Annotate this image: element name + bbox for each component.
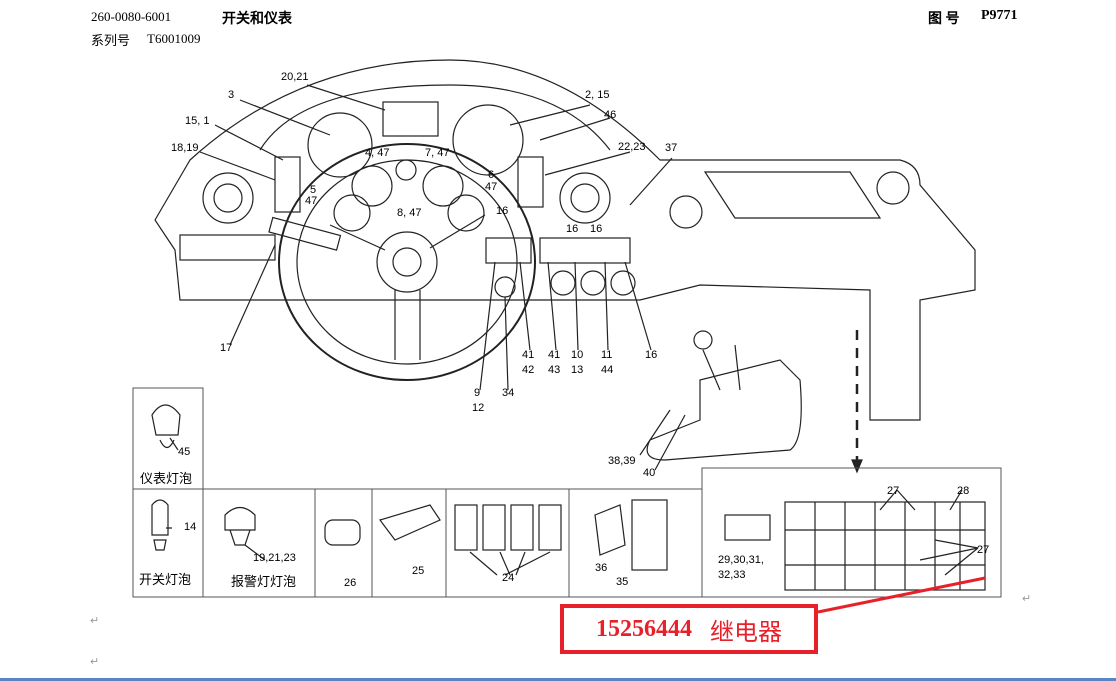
switch-panel-left <box>274 156 301 213</box>
switch-panel-right <box>517 156 544 208</box>
callout-label: 16 <box>645 349 658 361</box>
callout-label: 43 <box>548 364 561 376</box>
part-27-number: 27 <box>887 485 900 497</box>
part-45-number: 45 <box>178 446 191 458</box>
doc-code: 260-0080-6001 <box>91 9 172 24</box>
callout-label: 9 <box>474 387 481 399</box>
relay-block-sketch <box>784 501 986 591</box>
callout-label: 7, 47 <box>425 147 450 159</box>
part-25-number: 25 <box>412 565 425 577</box>
callout-label: 15, 1 <box>185 115 210 127</box>
part-14-caption: 开关灯泡 <box>139 573 192 588</box>
callout-label: 46 <box>604 109 617 121</box>
part-35-sketch <box>631 499 668 571</box>
paragraph-mark: ↵ <box>1022 593 1032 605</box>
callout-label: 41 <box>522 349 535 361</box>
callout-label: 8, 47 <box>397 207 422 219</box>
callout-label: 10 <box>571 349 584 361</box>
callout-label: 38,39 <box>608 455 636 467</box>
part-24-sketch <box>454 504 562 551</box>
paragraph-mark: ↵ <box>90 615 100 627</box>
gear-console <box>646 359 802 461</box>
relay-highlight-box: 15256444 继电器 <box>560 604 818 654</box>
relay-name: 继电器 <box>710 619 782 646</box>
callout-label: 16 <box>590 223 603 235</box>
part-36-sketch <box>594 504 626 556</box>
part-26-sketch <box>324 519 361 546</box>
callout-label: 3 <box>228 89 235 101</box>
callout-label: 16 <box>566 223 579 235</box>
part-25-sketch <box>379 504 441 541</box>
steering-wheel <box>278 143 536 381</box>
part-45-caption: 仪表灯泡 <box>140 472 193 487</box>
part-36-number: 36 <box>595 562 608 574</box>
callout-label: 40 <box>643 467 656 479</box>
warning-panel <box>382 101 439 137</box>
series-label: 系列号 <box>91 33 131 48</box>
callout-leader <box>817 576 986 614</box>
part-26-number: 26 <box>344 577 357 589</box>
dashboard-outline <box>154 59 976 421</box>
part-19-number: 19,21,23 <box>253 552 296 564</box>
callout-label: 12 <box>472 402 485 414</box>
callout-label: 34 <box>502 387 515 399</box>
part-29-number: 29,30,31, <box>718 554 764 566</box>
part-14-number: 14 <box>184 521 197 533</box>
callout-label: 47 <box>305 195 318 207</box>
doc-title: 开关和仪表 <box>222 12 292 27</box>
callout-label: 11 <box>601 349 613 361</box>
relay-box <box>701 467 1002 598</box>
callout-label: 17 <box>220 342 233 354</box>
relay-part-number: 15256444 <box>596 615 692 642</box>
lamp-14-sketch <box>151 499 169 551</box>
part-35-number: 35 <box>616 576 629 588</box>
callout-label: 44 <box>601 364 614 376</box>
callout-label: 6 <box>488 169 495 181</box>
speedometer <box>452 104 524 176</box>
part-32-number: 32,33 <box>718 569 746 581</box>
figure-label: 图 号 <box>928 12 960 27</box>
stalk-lever <box>268 216 342 251</box>
figure-number: P9771 <box>981 8 1018 23</box>
lamp-19-sketch <box>224 506 256 546</box>
callout-label: 22,23 <box>618 141 646 153</box>
callout-label: 16 <box>496 205 509 217</box>
callout-label: 5 <box>310 184 317 196</box>
callout-label: 47 <box>485 181 498 193</box>
callout-label: 41 <box>548 349 561 361</box>
part-27-number: 27 <box>977 544 990 556</box>
part-19-caption: 报警灯灯泡 <box>231 575 297 590</box>
callout-label: 18,19 <box>171 142 199 154</box>
page-bottom-border <box>0 678 1116 681</box>
callout-label: 20,21 <box>281 71 309 83</box>
part-28-number: 28 <box>957 485 970 497</box>
part-29-sketch <box>724 514 771 541</box>
lamp-45-sketch <box>151 404 181 449</box>
callout-label: 42 <box>522 364 535 376</box>
series-number: T6001009 <box>147 31 201 46</box>
callout-label: 4, 47 <box>365 147 390 159</box>
tachometer <box>307 112 373 178</box>
cluster-hood <box>259 84 611 151</box>
paragraph-mark: ↵ <box>90 656 100 668</box>
callout-label: 37 <box>665 142 678 154</box>
part-24-number: 24 <box>502 572 515 584</box>
callout-label: 13 <box>571 364 584 376</box>
callout-label: 2, 15 <box>585 89 610 101</box>
